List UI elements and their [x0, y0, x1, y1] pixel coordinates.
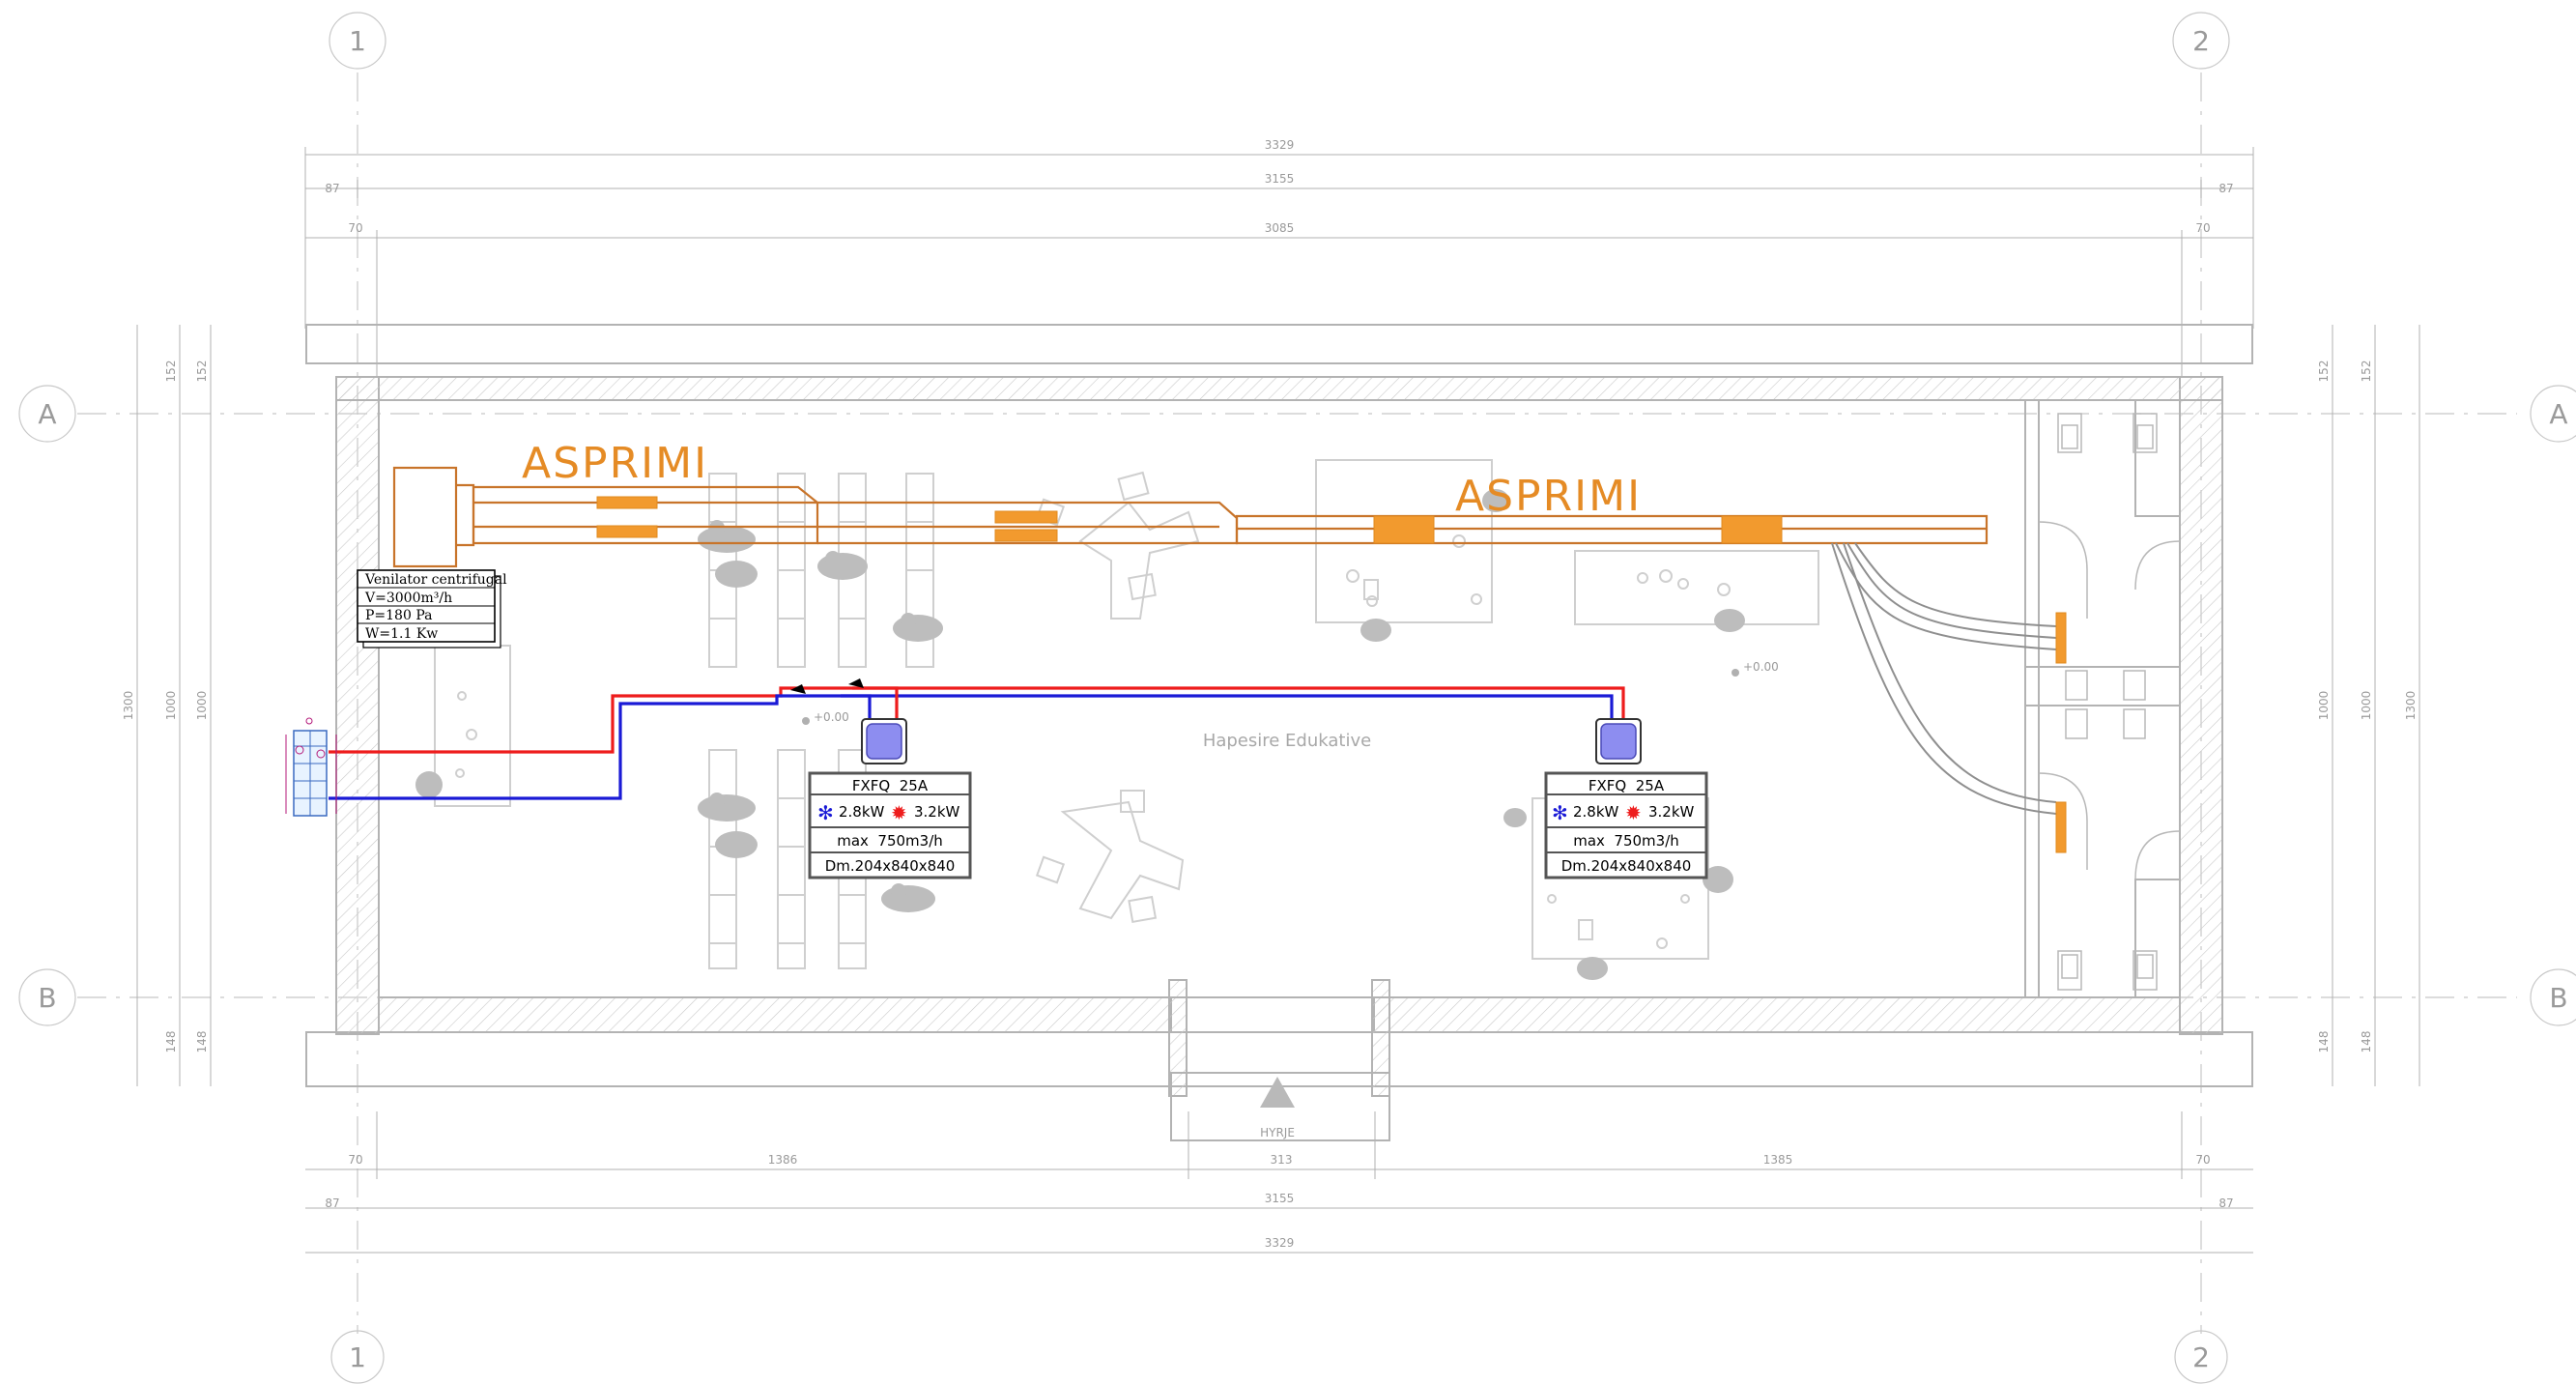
outdoor-unit: [285, 717, 337, 817]
dim-left-1000b: 1000: [195, 691, 209, 721]
dimension-lines-sides: [136, 325, 2420, 1086]
dim-top-70-right: 70: [2195, 221, 2210, 235]
grid-label-col2-top: 2: [2192, 25, 2210, 57]
unit-spec-table-1: [808, 771, 972, 879]
level-label-mid: +0.00: [814, 710, 849, 724]
exhaust-duct: [392, 466, 2067, 853]
people-silhouettes: [415, 489, 1745, 980]
dim-right-148a: 148: [2317, 1031, 2331, 1053]
dim-right-1000a: 1000: [2317, 691, 2331, 721]
unit2-cooling: 2.8kW: [1573, 803, 1619, 821]
dim-bottom-87-left: 87: [325, 1197, 339, 1210]
dimension-lines-top: [304, 147, 2254, 377]
grid-label-rowA-left: A: [38, 398, 56, 430]
unit1-airflow: max 750m3/h: [837, 832, 943, 850]
dim-left-1300: 1300: [122, 691, 135, 721]
entrance-label: HYRJE: [1260, 1126, 1295, 1139]
grid-label-col2-bottom: 2: [2192, 1341, 2210, 1373]
dim-top-87-left: 87: [325, 182, 339, 195]
fan-power: W=1.1 Kw: [365, 626, 438, 642]
unit1-cooling: 2.8kW: [839, 803, 885, 821]
dim-right-148b: 148: [2360, 1031, 2373, 1053]
dim-right-1300: 1300: [2404, 691, 2418, 721]
unit-spec-table-2: [1544, 771, 1708, 879]
room-name: Hapesire Edukative: [1203, 731, 1371, 751]
grid-label-rowB-left: B: [38, 982, 56, 1014]
unit2-airflow: max 750m3/h: [1573, 832, 1679, 850]
dim-bottom-70-right: 70: [2195, 1153, 2210, 1167]
snowflake-icon: ✻: [1552, 801, 1568, 824]
grid-label-col1-bottom: 1: [349, 1341, 366, 1373]
dim-bottom-87-right: 87: [2218, 1197, 2233, 1210]
wc-fixtures: [2038, 413, 2181, 991]
grid-label-col1-top: 1: [349, 25, 366, 57]
duct-label-right: ASPRIMI: [1455, 472, 1642, 521]
unit2-model: FXFQ 25A: [1589, 777, 1665, 794]
fan-pressure: P=180 Pa: [365, 608, 432, 623]
dim-bottom-seg1: 1386: [768, 1153, 798, 1167]
dim-left-148a: 148: [164, 1031, 178, 1053]
fan-title: Venilator centrifugal: [364, 572, 507, 588]
dim-top-outer: 3155: [1265, 172, 1295, 186]
classroom-furniture: [434, 459, 1819, 969]
dim-top-overall: 3329: [1265, 138, 1295, 152]
dim-right-152a: 152: [2317, 360, 2331, 383]
dim-bottom-outer: 3155: [1265, 1192, 1295, 1205]
refrigerant-piping: [329, 678, 1625, 800]
dim-left-148b: 148: [195, 1031, 209, 1053]
dim-left-152a: 152: [164, 360, 178, 383]
dim-left-152b: 152: [195, 360, 209, 383]
dim-bottom-seg3: 1385: [1763, 1153, 1793, 1167]
level-label-right: +0.00: [1743, 660, 1779, 674]
grid-label-rowA-right: A: [2549, 398, 2567, 430]
unit1-model: FXFQ 25A: [852, 777, 929, 794]
snowflake-icon: ✻: [817, 801, 834, 824]
dim-left-1000a: 1000: [164, 691, 178, 721]
fan-spec-box: [357, 569, 501, 649]
dim-bottom-70-left: 70: [348, 1153, 362, 1167]
indoor-unit-2: [1595, 718, 1642, 764]
unit2-heating: 3.2kW: [1648, 803, 1695, 821]
indoor-unit-1: [861, 718, 907, 764]
unit2-dimensions: Dm.204x840x840: [1561, 857, 1692, 875]
duct-label-left: ASPRIMI: [522, 439, 708, 488]
grid-label-rowB-right: B: [2549, 982, 2567, 1014]
unit1-dimensions: Dm.204x840x840: [825, 857, 956, 875]
dimension-lines-bottom: [305, 1111, 2253, 1254]
dim-top-inner: 3085: [1265, 221, 1295, 235]
fan-flow: V=3000m³/h: [364, 591, 452, 606]
unit1-heating: 3.2kW: [914, 803, 960, 821]
dim-top-87-right: 87: [2218, 182, 2233, 195]
level-markers: [802, 669, 1739, 725]
sun-icon: ✹: [891, 801, 907, 824]
dim-top-70-left: 70: [348, 221, 362, 235]
dim-bottom-seg2: 313: [1271, 1153, 1293, 1167]
entrance-arrow: [1260, 1077, 1295, 1108]
dim-right-152b: 152: [2360, 360, 2373, 383]
dim-bottom-overall: 3329: [1265, 1236, 1295, 1250]
sun-icon: ✹: [1625, 801, 1642, 824]
dim-right-1000b: 1000: [2360, 691, 2373, 721]
